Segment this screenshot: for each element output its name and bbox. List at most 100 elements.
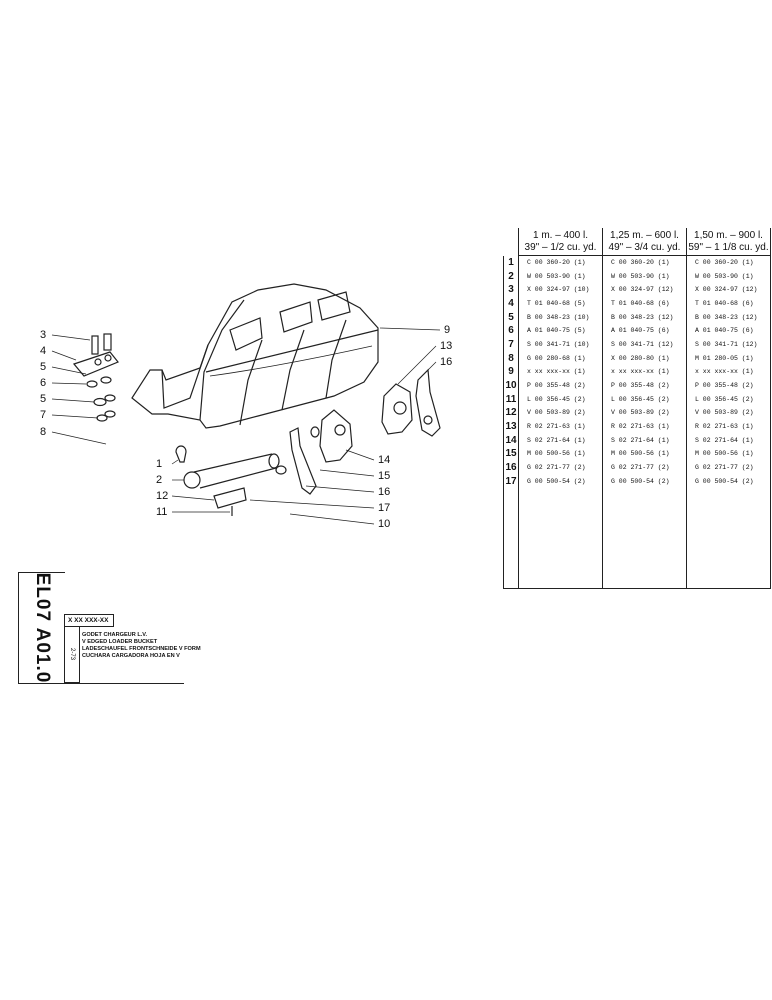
part-number-cell: T 01 040-68 (6) [686, 296, 771, 311]
callout-10: 10 [378, 518, 391, 530]
parts-table: 1 m. – 400 l. 39" – 1/2 cu. yd. 1,25 m. … [503, 228, 771, 590]
callout-1: 1 [156, 458, 163, 470]
item-number: 15 [503, 447, 519, 461]
part-number-cell: S 02 271-64 (1) [686, 433, 771, 448]
part-number-cell: X 00 324-97 (12) [686, 282, 771, 297]
part-number-cell: C 00 360-20 (1) [686, 255, 771, 270]
pin-drawing [175, 445, 280, 516]
callout-5: 5 [40, 361, 47, 373]
part-number-cell: G 02 271-77 (2) [602, 460, 687, 475]
part-number-cell: G 00 500-54 (2) [686, 474, 771, 489]
part-number-cell: S 02 271-64 (1) [518, 433, 603, 448]
title-line-es: CUCHARA CARGADORA HOJA EN V [82, 653, 180, 659]
part-number-cell: x xx xxx-xx (1) [686, 365, 771, 379]
part-number-cell: A 01 040-75 (6) [602, 323, 687, 338]
callout-14: 14 [378, 454, 391, 466]
part-number-cell: X 00 280-80 (1) [602, 351, 687, 365]
callout-12: 12 [156, 490, 169, 502]
part-number-cell: X 00 324-97 (10) [518, 282, 603, 297]
leader-lines [51, 327, 441, 525]
part-number-cell: B 00 348-23 (10) [518, 310, 603, 324]
item-number: 1 [503, 255, 519, 270]
part-number-cell: B 00 348-23 (12) [602, 310, 687, 324]
item-number: 4 [503, 296, 519, 311]
serial-number: X XX XXX-XX [64, 614, 114, 627]
drawing-code: EL07 A01.0 [18, 572, 65, 684]
item-number: 6 [503, 323, 519, 338]
part-number-cell: G 02 271-77 (2) [518, 460, 603, 475]
part-number-cell: W 00 503-90 (1) [518, 269, 603, 283]
column-header-2: 1,25 m. – 600 l. 49" – 3/4 cu. yd. [602, 228, 687, 256]
title-line-fr: GODET CHARGEUR L.V. [82, 632, 148, 638]
column-header-1: 1 m. – 400 l. 39" – 1/2 cu. yd. [518, 228, 603, 256]
item-number: 16 [503, 460, 519, 475]
item-number: 3 [503, 282, 519, 297]
table-header-row: 1 m. – 400 l. 39" – 1/2 cu. yd. 1,25 m. … [504, 228, 771, 256]
part-number-cell: C 00 360-20 (1) [518, 255, 603, 270]
callout-11: 11 [156, 506, 168, 518]
callout-8: 8 [40, 426, 47, 438]
part-number-cell: T 01 040-68 (6) [602, 296, 687, 311]
callout-16b: 16 [378, 486, 391, 498]
part-number-cell: G 00 500-54 (2) [602, 474, 687, 489]
part-number-cell: R 02 271-63 (1) [686, 419, 771, 434]
part-number-cell: B 00 348-23 (12) [686, 310, 771, 324]
bolt-kit-drawing [72, 333, 119, 422]
part-number-cell: G 00 280-68 (1) [518, 351, 603, 365]
part-number-cell: P 00 355-48 (2) [518, 378, 603, 393]
part-number-cell: G 02 271-77 (2) [686, 460, 771, 475]
item-number: 5 [503, 310, 519, 324]
callout-9: 9 [444, 324, 451, 336]
item-number: 7 [503, 337, 519, 352]
part-number-cell: L 00 356-45 (2) [602, 392, 687, 407]
part-number-cell: A 01 040-75 (6) [686, 323, 771, 338]
part-number-cell: W 00 503-90 (1) [686, 269, 771, 283]
callout-6: 6 [40, 377, 47, 389]
part-number-cell: V 00 503-89 (2) [686, 406, 771, 420]
part-number-cell: V 00 503-89 (2) [602, 406, 687, 420]
part-number-cell: S 02 271-64 (1) [602, 433, 687, 448]
title-underline [64, 683, 184, 684]
part-number-cell: T 01 040-68 (5) [518, 296, 603, 311]
part-number-cell: x xx xxx-xx (1) [518, 365, 603, 379]
callout-5b: 5 [40, 393, 47, 405]
column-header-3: 1,50 m. – 900 l. 59" – 1 1/8 cu. yd. [686, 228, 771, 256]
item-number: 14 [503, 433, 519, 448]
table-filler-row [503, 488, 771, 590]
part-number-cell: S 00 341-71 (12) [602, 337, 687, 352]
title-line-de: LADESCHAUFEL FRONTSCHNEIDE V FORM [82, 646, 201, 652]
callout-4: 4 [40, 345, 47, 357]
callout-13: 13 [440, 340, 453, 352]
part-number-cell: V 00 503-89 (2) [518, 406, 603, 420]
bucket-drawing [131, 283, 379, 429]
callout-7: 7 [40, 409, 47, 421]
callout-15: 15 [378, 470, 391, 482]
title-line-en: V EDGED LOADER BUCKET [82, 639, 158, 645]
part-number-cell: G 00 500-54 (2) [518, 474, 603, 489]
part-number-cell: R 02 271-63 (1) [602, 419, 687, 434]
part-number-cell: M 01 280-05 (1) [686, 351, 771, 365]
item-number: 10 [503, 378, 519, 393]
part-number-cell: L 00 356-45 (2) [686, 392, 771, 407]
drawing-title: GODET CHARGEUR L.V. V EDGED LOADER BUCKE… [82, 632, 201, 660]
part-number-cell: W 00 503-90 (1) [602, 269, 687, 283]
item-number: 8 [503, 351, 519, 365]
part-number-cell: C 00 360-20 (1) [602, 255, 687, 270]
part-number-cell: S 00 341-71 (12) [686, 337, 771, 352]
part-number-cell: A 01 040-75 (5) [518, 323, 603, 338]
bracket-drawing [275, 368, 441, 495]
